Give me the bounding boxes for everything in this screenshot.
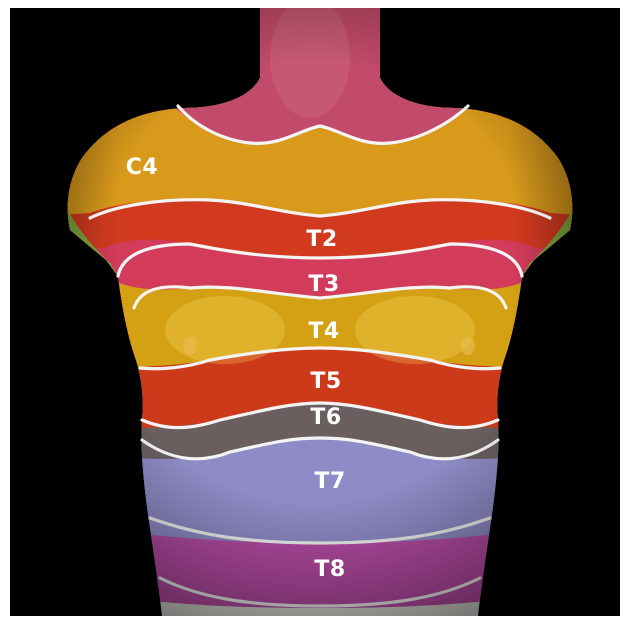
label-t5: T5 (310, 369, 341, 394)
torso-illustration: C4 T2 T3 T4 T5 T6 T7 T8 (10, 8, 620, 616)
label-t3: T3 (308, 272, 339, 297)
label-t7: T7 (314, 469, 345, 494)
vignette (10, 8, 620, 616)
label-t6: T6 (310, 405, 341, 430)
label-t4: T4 (308, 319, 339, 344)
label-t8: T8 (314, 557, 345, 582)
dermatome-diagram: C4 T2 T3 T4 T5 T6 T7 T8 (10, 8, 620, 616)
label-c4: C4 (126, 155, 158, 180)
label-t2: T2 (306, 227, 337, 252)
